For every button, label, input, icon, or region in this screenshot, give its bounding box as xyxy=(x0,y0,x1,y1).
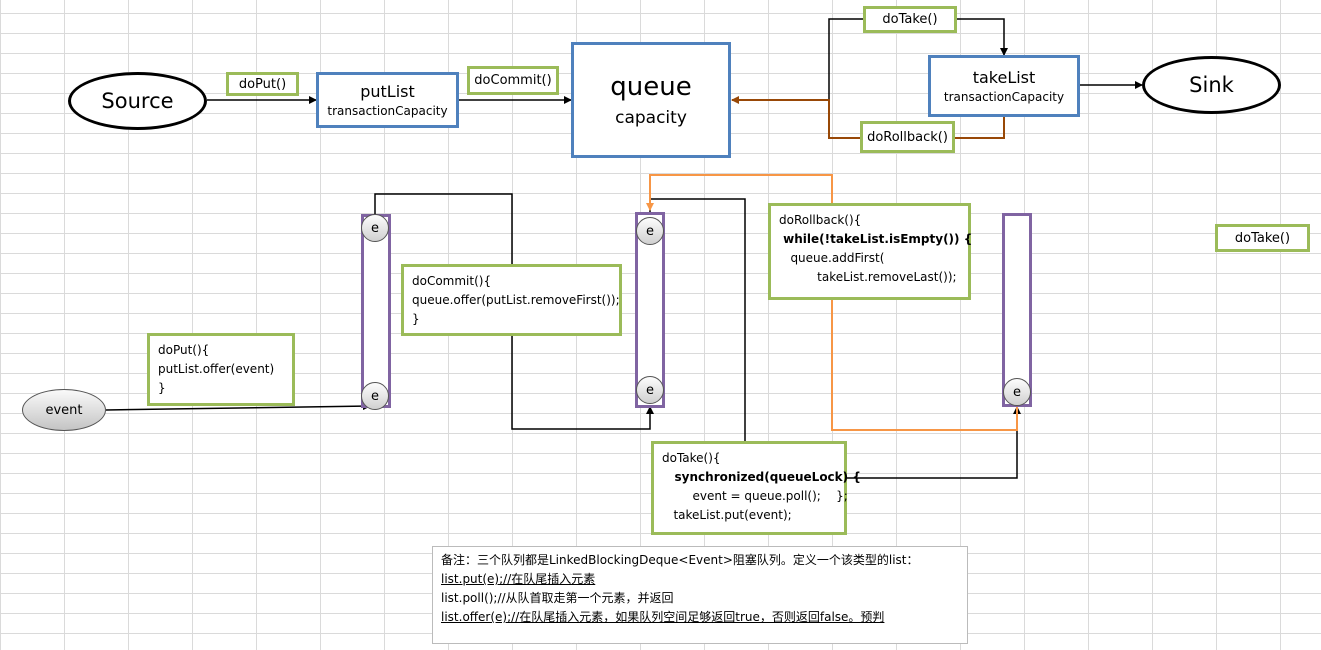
do-rollback-label: doRollback() xyxy=(860,121,955,153)
do-take-text: doTake() xyxy=(882,12,938,27)
queue-element-top: e xyxy=(636,217,664,245)
do-commit-label: doCommit() xyxy=(467,66,559,95)
arrow-rollback-queue xyxy=(731,96,1005,139)
do-put-text: doPut() xyxy=(238,76,287,92)
do-commit-text: doCommit() xyxy=(474,73,552,88)
put-list-element-top: e xyxy=(361,214,389,242)
take-list-title: takeList xyxy=(972,68,1036,87)
event-label: event xyxy=(45,402,83,418)
queue-title: queue xyxy=(610,72,692,102)
put-list-element-bottom: e xyxy=(361,382,389,410)
sink-node: Sink xyxy=(1142,56,1281,114)
put-list-title: putList xyxy=(360,82,415,101)
do-take-label: doTake() xyxy=(863,6,957,33)
side-do-take-label: doTake() xyxy=(1215,224,1310,252)
arrow-event-putlist xyxy=(105,402,371,411)
sink-label: Sink xyxy=(1189,73,1234,97)
queue-element-bottom: e xyxy=(636,376,664,404)
queue-box: queue capacity xyxy=(571,42,731,158)
note-line-3: list.poll();//从队首取走第一个元素，并返回 xyxy=(441,591,674,605)
do-rollback-text: doRollback() xyxy=(867,129,948,145)
note-line-1: 备注：三个队列都是LinkedBlockingDeque<Event>阻塞队列。… xyxy=(441,553,919,567)
source-node: Source xyxy=(68,72,207,130)
side-do-take-text: doTake() xyxy=(1234,230,1291,246)
put-list-queue xyxy=(361,214,391,408)
arrow-rollback-orange xyxy=(646,174,1018,431)
do-take-code-box: doTake(){ synchronized(queueLock) { even… xyxy=(651,441,861,535)
event-node: event xyxy=(22,389,106,431)
do-put-code-box: doPut(){putList.offer(event)} xyxy=(147,333,295,406)
note-line-2: list.put(e);//在队尾插入元素 xyxy=(441,572,596,586)
take-list-element: e xyxy=(1003,378,1031,406)
note-line-4: list.offer(e);//在队尾插入元素，如果队列空间足够返回true，否… xyxy=(441,610,885,624)
note-box: 备注：三个队列都是LinkedBlockingDeque<Event>阻塞队列。… xyxy=(432,546,968,644)
take-list-capacity: transactionCapacity xyxy=(943,90,1065,104)
put-list-capacity: transactionCapacity xyxy=(327,104,448,118)
do-commit-code-box: doCommit(){queue.offer(putList.removeFir… xyxy=(401,264,622,336)
put-list-box: putList transactionCapacity xyxy=(316,72,459,128)
do-rollback-code-box: doRollback(){ while(!takeList.isEmpty())… xyxy=(768,203,972,300)
source-label: Source xyxy=(101,89,174,113)
take-list-box: takeList transactionCapacity xyxy=(928,55,1080,117)
do-put-label: doPut() xyxy=(226,72,299,96)
queue-capacity: capacity xyxy=(615,108,687,128)
